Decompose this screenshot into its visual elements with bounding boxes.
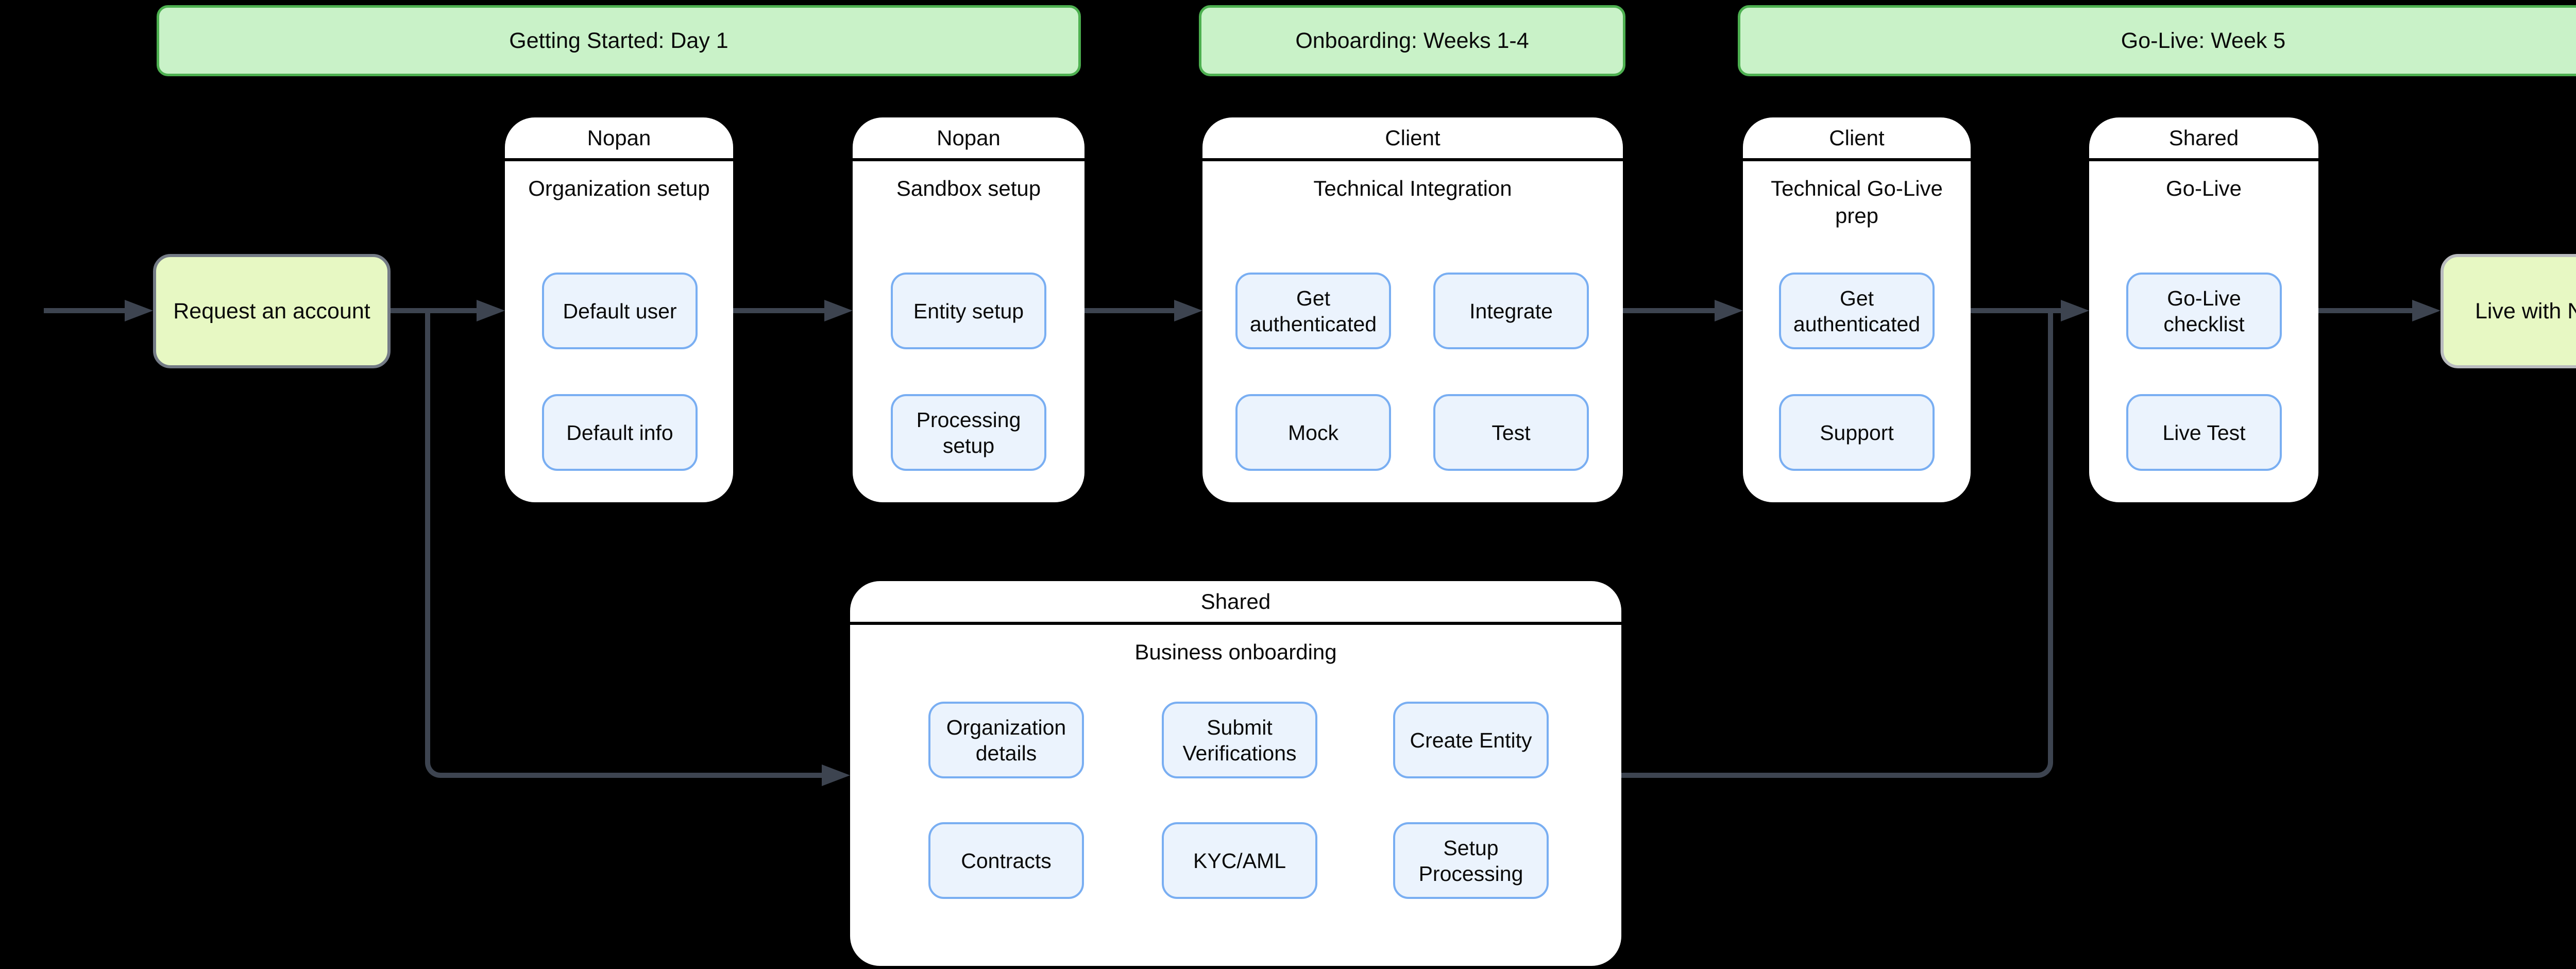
chip-live-test: Live Test <box>2126 394 2282 471</box>
chip-test: Test <box>1433 394 1589 471</box>
group-subtitle: Go-Live <box>2165 176 2242 200</box>
group-technical-integration: Client Technical Integration Get authent… <box>1202 117 1623 502</box>
group-title: Shared <box>2168 125 2239 150</box>
group-divider <box>1743 158 1971 161</box>
chip-get-authenticated-prep: Get authenticated <box>1779 273 1935 349</box>
chip-mock: Mock <box>1235 394 1391 471</box>
chip-get-authenticated: Get authenticated <box>1235 273 1391 349</box>
end-node-live-with-nopan: Live with Nopan <box>2441 254 2576 368</box>
group-title: Nopan <box>587 125 651 150</box>
start-node-request-account: Request an account <box>153 254 391 368</box>
chip-contracts: Contracts <box>928 822 1084 899</box>
arrow-organization-to-sandbox <box>733 308 824 313</box>
group-title: Client <box>1829 125 1885 150</box>
group-divider <box>2089 158 2318 161</box>
chip-setup-processing: Setup Processing <box>1393 822 1549 899</box>
group-sandbox-setup: Nopan Sandbox setup Entity setup Process… <box>853 117 1084 502</box>
group-divider <box>1202 158 1623 161</box>
chip-go-live-checklist: Go-Live checklist <box>2126 273 2282 349</box>
chip-kyc-aml: KYC/AML <box>1162 822 1317 899</box>
chip-default-user: Default user <box>542 273 698 349</box>
arrowhead-sandbox <box>824 300 853 321</box>
chip-organization-details: Organization details <box>928 702 1084 778</box>
arrowhead-prep <box>1715 300 1743 321</box>
chip-processing-setup: Processing setup <box>891 394 1046 471</box>
arrowhead-business-onboarding <box>822 764 850 786</box>
phase-banner-getting-started: Getting Started: Day 1 <box>157 5 1081 76</box>
connector-start-to-business-onboarding <box>425 313 823 778</box>
arrow-go-live-to-end <box>2318 308 2412 313</box>
chip-integrate: Integrate <box>1433 273 1589 349</box>
group-go-live: Shared Go-Live Go-Live checklist Live Te… <box>2089 117 2318 502</box>
group-title: Nopan <box>937 125 1001 150</box>
group-divider <box>853 158 1084 161</box>
arrow-into-start <box>44 308 125 313</box>
arrow-integration-to-prep <box>1623 308 1715 313</box>
group-divider <box>850 622 1621 625</box>
group-divider <box>505 158 733 161</box>
group-organization-setup: Nopan Organization setup Default user De… <box>505 117 733 502</box>
group-subtitle: Technical Integration <box>1313 176 1512 200</box>
phase-banner-go-live: Go-Live: Week 5 <box>1738 5 2576 76</box>
arrowhead-into-start <box>125 300 153 321</box>
arrowhead-go-live <box>2061 300 2089 321</box>
arrow-start-to-organization-setup <box>391 308 477 313</box>
arrowhead-integration <box>1174 300 1202 321</box>
chip-support: Support <box>1779 394 1935 471</box>
arrow-prep-to-go-live <box>1971 308 2061 313</box>
chip-entity-setup: Entity setup <box>891 273 1046 349</box>
chip-create-entity: Create Entity <box>1393 702 1549 778</box>
arrowhead-end <box>2412 300 2441 321</box>
arrowhead-organization-setup <box>477 300 505 321</box>
connector-business-onboarding-to-go-live <box>1621 313 2053 778</box>
chip-default-info: Default info <box>542 394 698 471</box>
chip-submit-verifications: Submit Verifications <box>1162 702 1317 778</box>
group-technical-go-live-prep: Client Technical Go-Live prep Get authen… <box>1743 117 1971 502</box>
group-title: Shared <box>1200 589 1271 614</box>
group-subtitle: Organization setup <box>528 176 710 200</box>
group-subtitle: Business onboarding <box>1134 640 1337 664</box>
arrow-sandbox-to-integration <box>1084 308 1174 313</box>
group-subtitle: Technical Go-Live prep <box>1771 176 1943 228</box>
group-subtitle: Sandbox setup <box>896 176 1041 200</box>
phase-banner-onboarding: Onboarding: Weeks 1-4 <box>1199 5 1625 76</box>
group-title: Client <box>1385 125 1440 150</box>
group-business-onboarding: Shared Business onboarding Organization … <box>850 581 1621 966</box>
